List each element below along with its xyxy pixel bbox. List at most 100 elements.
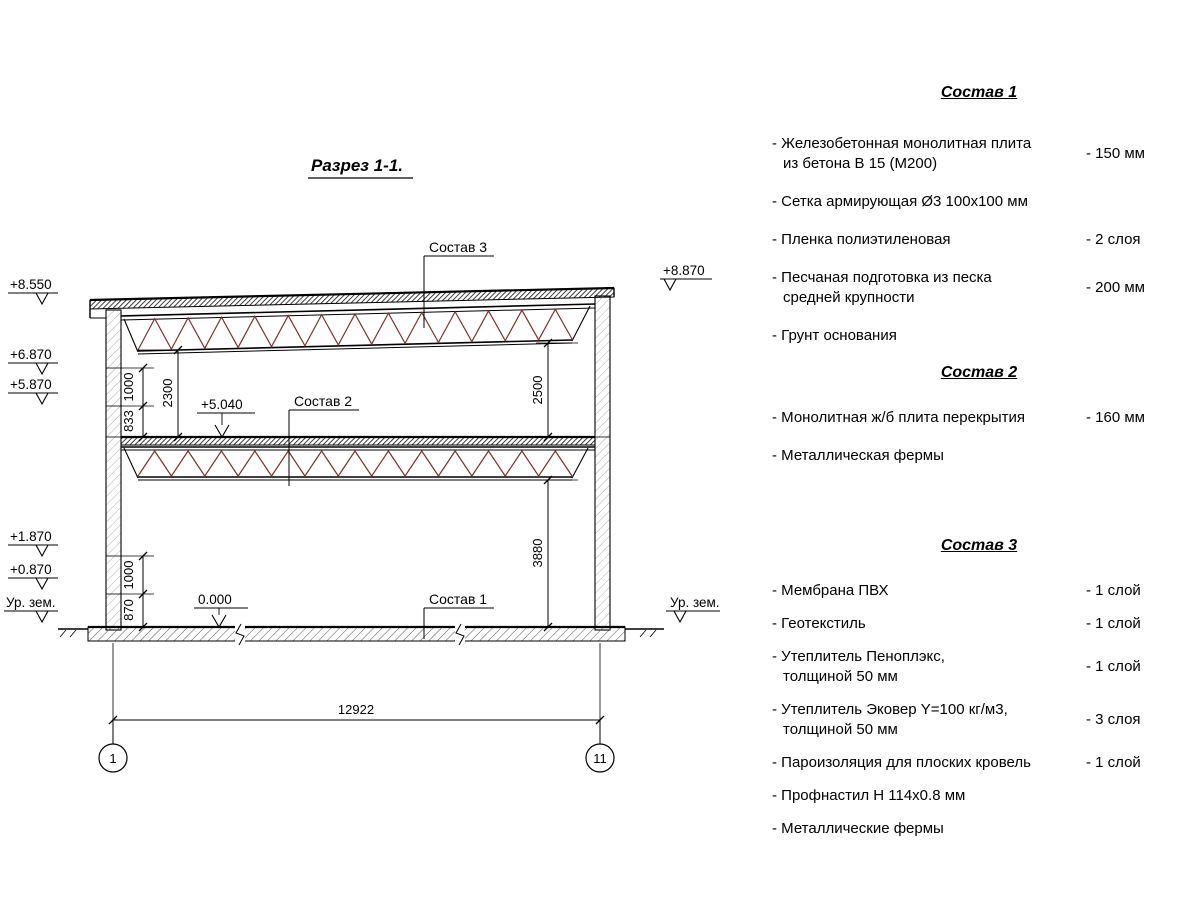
elevation-mark: +5.870 bbox=[8, 377, 58, 406]
spec-item-text: - Железобетонная монолитная плита из бет… bbox=[772, 135, 1032, 172]
elevation-0870: +0.870 bbox=[10, 562, 52, 577]
spec-item-text: - Пароизоляция для плоских кровель bbox=[772, 754, 1031, 772]
level-5040-text: +5.040 bbox=[201, 397, 243, 412]
callout-sostav2: Состав 2 bbox=[288, 393, 359, 486]
dim-1000-top: 1000 bbox=[121, 373, 136, 402]
elevation-marks-left: +8.550 +6.870 +5.870 +1.870 +0.870 Ур. з… bbox=[4, 277, 58, 624]
dimension-tick bbox=[173, 432, 183, 442]
spec-item-value: - 200 мм bbox=[1086, 278, 1145, 296]
spec-item-text: - Монолитная ж/б плита перекрытия bbox=[772, 408, 1026, 426]
elevation-arrow-icon bbox=[673, 610, 687, 624]
left-wall bbox=[105, 309, 122, 631]
roof bbox=[89, 286, 615, 319]
dimension-tick bbox=[138, 551, 148, 561]
spec-item: - Пароизоляция для плоских кровель - 1 с… bbox=[772, 753, 1186, 773]
spec-heading-3: Состав 3 bbox=[940, 537, 1018, 555]
spec-item-text: - Пленка полиэтиленовая bbox=[772, 230, 951, 248]
dim-3880: 3880 bbox=[530, 539, 545, 568]
dimension-tick bbox=[138, 622, 148, 632]
elevation-6870: +6.870 bbox=[10, 347, 52, 362]
spec-item: - Геотекстиль - 1 слой bbox=[772, 614, 1186, 634]
dim-2300: 2300 bbox=[160, 379, 175, 408]
dimension-tick bbox=[138, 432, 148, 442]
spec-item: - Песчаная подготовка из песка средней к… bbox=[772, 268, 1186, 308]
spec-item: - Утеплитель Пеноплэкс, толщиной 50 мм -… bbox=[772, 647, 1186, 687]
spec-item-text: - Металлическая фермы bbox=[772, 446, 944, 464]
spec-item-text: - Песчаная подготовка из песка средней к… bbox=[772, 268, 992, 306]
elevation-arrow-icon bbox=[214, 424, 230, 439]
spec-item: - Пленка полиэтиленовая - 2 слоя bbox=[772, 230, 1186, 250]
level-marks: +5.040 0.000 bbox=[194, 397, 255, 629]
callout-sostav2-text: Состав 2 bbox=[294, 393, 352, 409]
dimension-tick bbox=[138, 363, 148, 373]
dimension-tick bbox=[173, 345, 183, 355]
elevation-mark: +1.870 bbox=[8, 529, 58, 558]
dimension-tick bbox=[543, 475, 553, 485]
spec-item-value: - 3 слоя bbox=[1086, 711, 1141, 729]
dimension-tick bbox=[138, 589, 148, 599]
spec-item: - Профнастил Н 114х0.8 мм bbox=[772, 786, 1186, 806]
spec-item: - Металлические фермы bbox=[772, 819, 1186, 839]
elevation-arrow-icon bbox=[35, 610, 49, 624]
spec-heading-2: Состав 2 bbox=[940, 363, 1018, 381]
dim-2500: 2500 bbox=[530, 376, 545, 405]
ground-slab bbox=[58, 623, 664, 646]
dim-overall-12922: 12922 bbox=[338, 702, 374, 717]
spec-item-text: - Металлические фермы bbox=[772, 819, 944, 837]
callout-sostav3: Состав 3 bbox=[423, 239, 494, 328]
callout-sostav3-text: Состав 3 bbox=[429, 239, 487, 255]
section-drawing: Разрез 1-1. bbox=[4, 156, 720, 773]
dim-870: 870 bbox=[121, 599, 136, 621]
section-title-text: Разрез 1-1. bbox=[311, 156, 403, 175]
axis-label-1: 1 bbox=[109, 751, 116, 766]
callout-sostav1: Состав 1 bbox=[423, 591, 494, 639]
spec-item: - Железобетонная монолитная плита из бет… bbox=[772, 134, 1186, 174]
truss-web-diagonals bbox=[137, 308, 573, 351]
axis-label-11: 11 bbox=[593, 751, 607, 766]
spec-item-value: - 1 слой bbox=[1086, 658, 1141, 676]
elevation-ground-right: Ур. зем. bbox=[670, 595, 720, 610]
dim-833: 833 bbox=[121, 410, 136, 432]
elevation-arrow-icon bbox=[211, 614, 227, 629]
spec-item-text: - Грунт основания bbox=[772, 326, 897, 344]
spec-item-text: - Мембрана ПВХ bbox=[772, 582, 889, 600]
spec-item: - Утеплитель Эковер Y=100 кг/м3, толщино… bbox=[772, 700, 1186, 740]
elevation-arrow-icon bbox=[663, 278, 677, 292]
spec-item-text: - Профнастил Н 114х0.8 мм bbox=[772, 787, 966, 804]
elevation-mark: +6.870 bbox=[8, 347, 58, 376]
dim-1000-bottom: 1000 bbox=[121, 561, 136, 590]
spec-item: - Монолитная ж/б плита перекрытия - 160 … bbox=[772, 408, 1186, 428]
elevation-arrow-icon bbox=[35, 392, 49, 406]
level-mark-0000: 0.000 bbox=[194, 592, 248, 629]
grid-axes: 1 11 bbox=[98, 720, 615, 773]
elevation-1870: +1.870 bbox=[10, 529, 52, 544]
elevation-arrow-icon bbox=[35, 544, 49, 558]
callout-sostav1-text: Состав 1 bbox=[429, 591, 487, 607]
spec-item-value: - 2 слоя bbox=[1086, 230, 1141, 248]
spec-item-text: - Утеплитель Пеноплэкс, толщиной 50 мм bbox=[772, 648, 945, 686]
elevation-marks-right: +8.870 Ур. зем. bbox=[660, 263, 720, 624]
spec-item: - Грунт основания bbox=[772, 326, 1186, 346]
level-mark-5040: +5.040 bbox=[197, 397, 255, 439]
spec-heading-1: Состав 1 bbox=[940, 84, 1018, 101]
spec-item-value: - 1 слой bbox=[1086, 615, 1141, 633]
axis-bubble-1 bbox=[98, 743, 128, 773]
truss-web-diagonals bbox=[137, 449, 573, 478]
spec-item: - Мембрана ПВХ - 1 слой bbox=[772, 581, 1186, 601]
right-wall bbox=[594, 295, 611, 631]
spec-item-value: - 1 слой bbox=[1086, 754, 1141, 772]
elevation-mark: +0.870 bbox=[8, 562, 58, 591]
floor-truss bbox=[121, 446, 595, 481]
dimensions: 833 1000 2300 1000 870 2500 3880 12922 bbox=[108, 338, 605, 730]
spec-item-text: - Геотекстиль bbox=[772, 615, 866, 633]
spec-item: - Металлическая фермы bbox=[772, 446, 1186, 466]
elevation-mark: +8.870 bbox=[660, 263, 712, 292]
spec-item-value: - 1 слой bbox=[1086, 582, 1141, 600]
elevation-mark: Ур. зем. bbox=[4, 595, 58, 624]
drawing-title: Разрез 1-1. bbox=[308, 156, 413, 179]
elevation-arrow-icon bbox=[35, 577, 49, 591]
spec-section-2: Состав 2 - Монолитная ж/б плита перекрыт… bbox=[772, 364, 1186, 466]
elevation-arrow-icon bbox=[35, 292, 49, 306]
spec-section-3: Состав 3 - Мембрана ПВХ - 1 слой - Геоте… bbox=[772, 537, 1186, 838]
